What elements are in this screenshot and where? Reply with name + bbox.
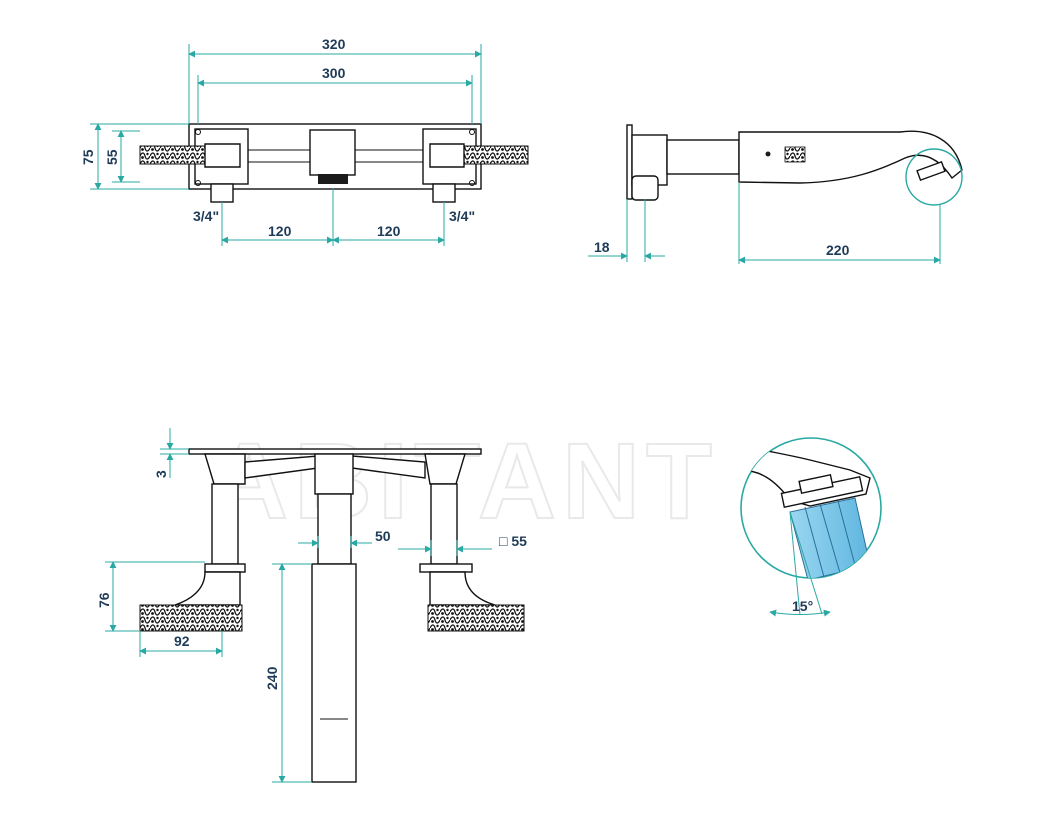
side-view: 18 220 [588, 124, 963, 264]
plan-left-handle [139, 604, 243, 632]
detail-view: 15° [740, 437, 882, 617]
spray-angle: 15° [792, 598, 813, 614]
dim-handle-height: 76 [96, 592, 112, 608]
dim-height-total: 75 [80, 149, 96, 165]
dim-square: □ 55 [499, 533, 527, 549]
front-left-handle [139, 145, 213, 165]
dim-height-inner: 55 [104, 149, 120, 165]
side-spout-body [738, 130, 963, 184]
dim-handle-width: 92 [174, 633, 190, 649]
plan-plate [188, 448, 482, 455]
front-right-handle [457, 145, 529, 165]
dim-spout-body: 50 [375, 528, 391, 544]
plan-center-body [311, 563, 357, 783]
dim-spacing-right: 120 [377, 223, 401, 239]
detail-callout-circle [905, 148, 963, 206]
dim-spacing-left: 120 [268, 223, 292, 239]
plan-right-handle [427, 604, 525, 632]
watermark: ABITANT [210, 420, 718, 541]
dim-body-length: 240 [264, 666, 280, 690]
side-wall-plate [626, 124, 633, 200]
front-view: 320 300 75 55 3/4" 3/4" 120 120 [80, 36, 529, 246]
thread-left: 3/4" [193, 208, 219, 224]
plan-view: 3 50 □ 55 76 92 240 [96, 428, 527, 783]
dim-spout-reach: 220 [826, 242, 850, 258]
thread-right: 3/4" [449, 208, 475, 224]
dim-plate-thickness: 3 [153, 470, 169, 478]
dim-plate-depth: 18 [594, 239, 610, 255]
front-center-spout [309, 129, 356, 176]
dim-plate-width: 300 [322, 65, 346, 81]
dim-overall-width: 320 [322, 36, 346, 52]
side-spout-arm [666, 139, 740, 175]
